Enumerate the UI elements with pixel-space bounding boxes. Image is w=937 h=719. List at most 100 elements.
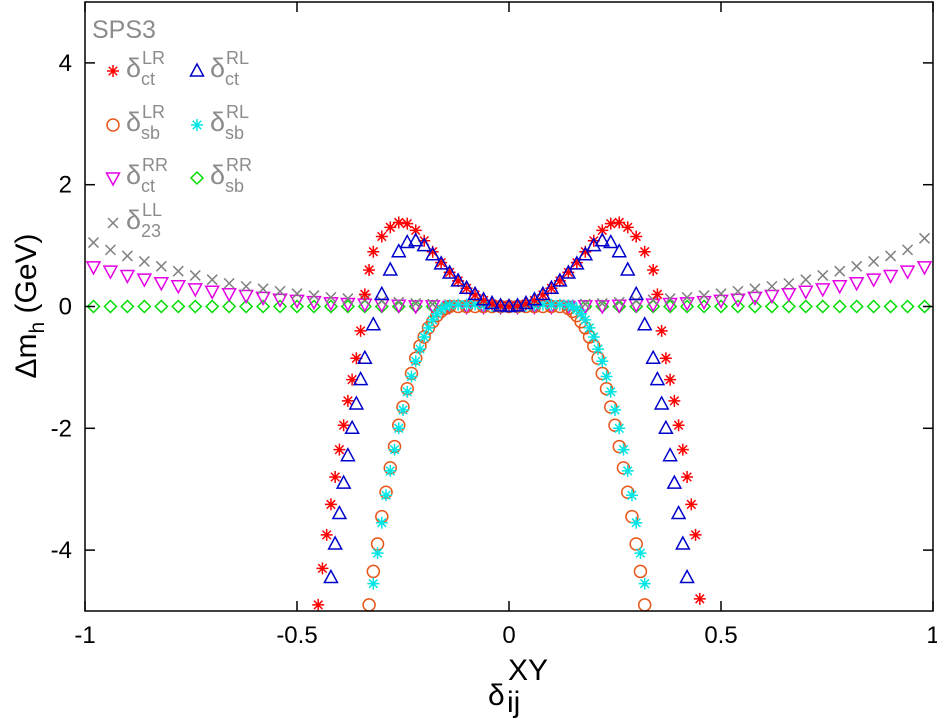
data-point	[430, 307, 443, 320]
data-point	[885, 250, 897, 262]
data-point	[289, 299, 305, 314]
data-point	[715, 288, 727, 300]
data-point	[676, 443, 689, 456]
data-point	[458, 279, 475, 294]
data-point	[316, 562, 329, 575]
data-point	[418, 330, 431, 343]
data-point	[592, 343, 605, 356]
data-point	[344, 419, 360, 435]
legend-sup: LR	[142, 48, 165, 68]
data-point	[341, 394, 354, 407]
data-point	[352, 371, 369, 386]
data-point	[312, 598, 325, 611]
data-point	[272, 293, 288, 308]
data-point	[380, 489, 393, 502]
data-point	[443, 266, 456, 279]
data-point	[612, 439, 626, 454]
data-point	[354, 324, 367, 337]
x-tick-label: -0.5	[276, 622, 317, 649]
data-point	[543, 279, 560, 294]
data-point	[366, 564, 381, 579]
data-point	[435, 303, 448, 316]
y-tick-label: -4	[51, 537, 72, 564]
data-point	[575, 307, 588, 320]
data-point	[222, 299, 237, 314]
data-point	[630, 516, 643, 529]
data-point	[333, 443, 346, 456]
legend-marker	[107, 217, 119, 229]
data-point	[325, 291, 337, 303]
data-point	[327, 535, 343, 550]
data-point	[675, 535, 691, 550]
data-point	[664, 373, 677, 386]
legend-label: δ	[210, 53, 225, 83]
data-point	[409, 224, 422, 237]
data-point	[698, 290, 710, 302]
data-point	[653, 395, 670, 410]
data-point	[382, 261, 399, 276]
data-point	[376, 295, 388, 307]
data-point	[798, 299, 813, 314]
data-point	[659, 352, 672, 365]
data-point	[587, 234, 600, 247]
data-point	[883, 299, 898, 314]
y-tick-label: 4	[59, 50, 72, 77]
data-point	[664, 293, 676, 305]
data-point	[460, 282, 473, 295]
data-point	[596, 355, 609, 368]
y-tick-label: -2	[51, 415, 72, 442]
data-point	[501, 297, 517, 313]
data-point	[391, 243, 407, 258]
data-point	[484, 294, 500, 310]
data-point	[374, 285, 390, 301]
data-point	[384, 221, 397, 234]
data-point	[384, 464, 397, 477]
data-point	[477, 294, 490, 307]
legend-sup: RR	[142, 155, 168, 175]
legend-sub: sb	[225, 123, 244, 143]
legend-sub: ct	[141, 69, 155, 89]
data-point	[630, 230, 643, 243]
data-point	[617, 443, 630, 456]
data-point	[604, 217, 617, 230]
data-point	[800, 274, 812, 286]
data-point	[536, 298, 549, 311]
data-point	[577, 246, 594, 261]
data-point	[350, 352, 363, 365]
data-point	[865, 273, 882, 288]
data-point	[367, 245, 380, 258]
data-point	[832, 299, 847, 314]
data-point	[670, 504, 687, 520]
data-point	[308, 290, 320, 302]
data-point	[188, 299, 203, 314]
data-point	[696, 295, 712, 311]
data-point	[636, 316, 653, 331]
data-point	[323, 568, 339, 584]
data-point	[630, 295, 642, 307]
data-point	[747, 291, 763, 306]
data-point	[628, 285, 644, 301]
data-point	[730, 299, 746, 314]
data-point	[416, 237, 432, 252]
x-tick-label: 1	[926, 622, 937, 649]
data-point	[172, 265, 184, 277]
data-point	[363, 263, 376, 276]
data-point	[467, 285, 483, 301]
legend-sup: RL	[226, 102, 249, 122]
data-point	[320, 528, 333, 541]
data-point	[579, 298, 591, 310]
data-point	[666, 474, 683, 489]
data-point	[337, 419, 350, 432]
data-point	[153, 276, 170, 292]
annotation-label: SPS3	[92, 16, 156, 44]
data-point	[187, 283, 203, 298]
data-point	[604, 385, 617, 398]
data-point	[460, 298, 473, 311]
data-point	[849, 299, 864, 314]
data-point	[452, 274, 465, 287]
data-point	[649, 371, 666, 386]
